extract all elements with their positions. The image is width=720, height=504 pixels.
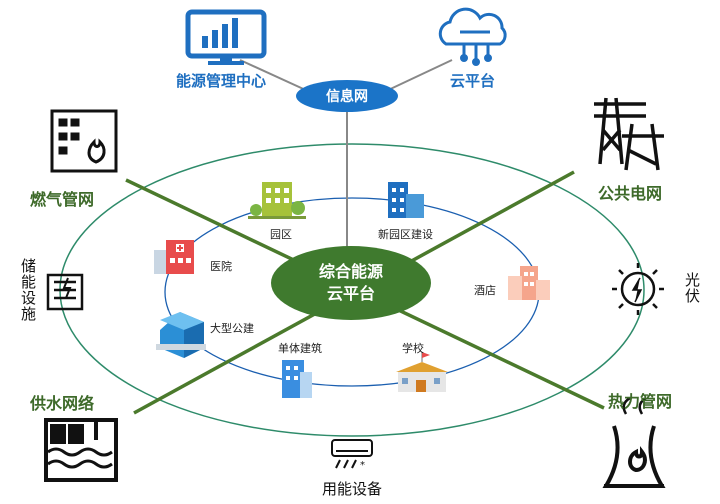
public-building-label: 大型公建	[210, 322, 254, 335]
public-building-icon	[156, 312, 206, 358]
power-grid-label: 公共电网	[598, 184, 663, 203]
info-to-cloud-line	[383, 59, 453, 93]
water-facility-icon	[44, 418, 118, 482]
new-park-building-icon	[388, 182, 424, 218]
devices-label: 用能设备	[322, 480, 383, 498]
core-line2: 云平台	[326, 284, 375, 303]
gas-building-icon	[50, 109, 118, 173]
solar-label: 光伏	[683, 272, 701, 304]
storage-icon	[46, 273, 84, 311]
heat-tower-icon	[602, 396, 666, 488]
hotel-icon	[508, 266, 550, 300]
school-icon	[396, 352, 448, 392]
cloud-platform-label: 云平台	[450, 72, 496, 90]
monitor-icon	[185, 9, 267, 65]
info-network-label: 信息网	[326, 89, 368, 105]
info-network-node: 信息网	[296, 80, 398, 112]
single-building-label: 单体建筑	[278, 342, 322, 355]
air-conditioner-icon: *	[331, 439, 373, 471]
park-building-icon	[248, 182, 306, 219]
storage-label: 储能设施	[19, 258, 37, 322]
svg-text:*: *	[360, 460, 365, 471]
hospital-label: 医院	[210, 260, 232, 273]
core-platform-node: 综合能源 云平台	[271, 246, 431, 320]
new-park-label: 新园区建设	[378, 228, 433, 241]
park-label: 园区	[270, 228, 292, 241]
single-building-icon	[282, 360, 312, 398]
water-network-label: 供水网络	[30, 394, 95, 413]
energy-center-label: 能源管理中心	[176, 72, 267, 90]
gas-network-label: 燃气管网	[30, 190, 95, 209]
cloud-icon	[438, 7, 507, 66]
hospital-icon	[154, 240, 194, 274]
hotel-label: 酒店	[474, 284, 496, 297]
info-to-energy-line	[239, 59, 311, 93]
core-line1: 综合能源	[318, 262, 383, 281]
school-label: 学校	[402, 342, 424, 355]
heat-network-label: 热力管网	[608, 392, 673, 411]
power-tower-icon	[594, 97, 664, 171]
solar-icon	[612, 263, 664, 315]
